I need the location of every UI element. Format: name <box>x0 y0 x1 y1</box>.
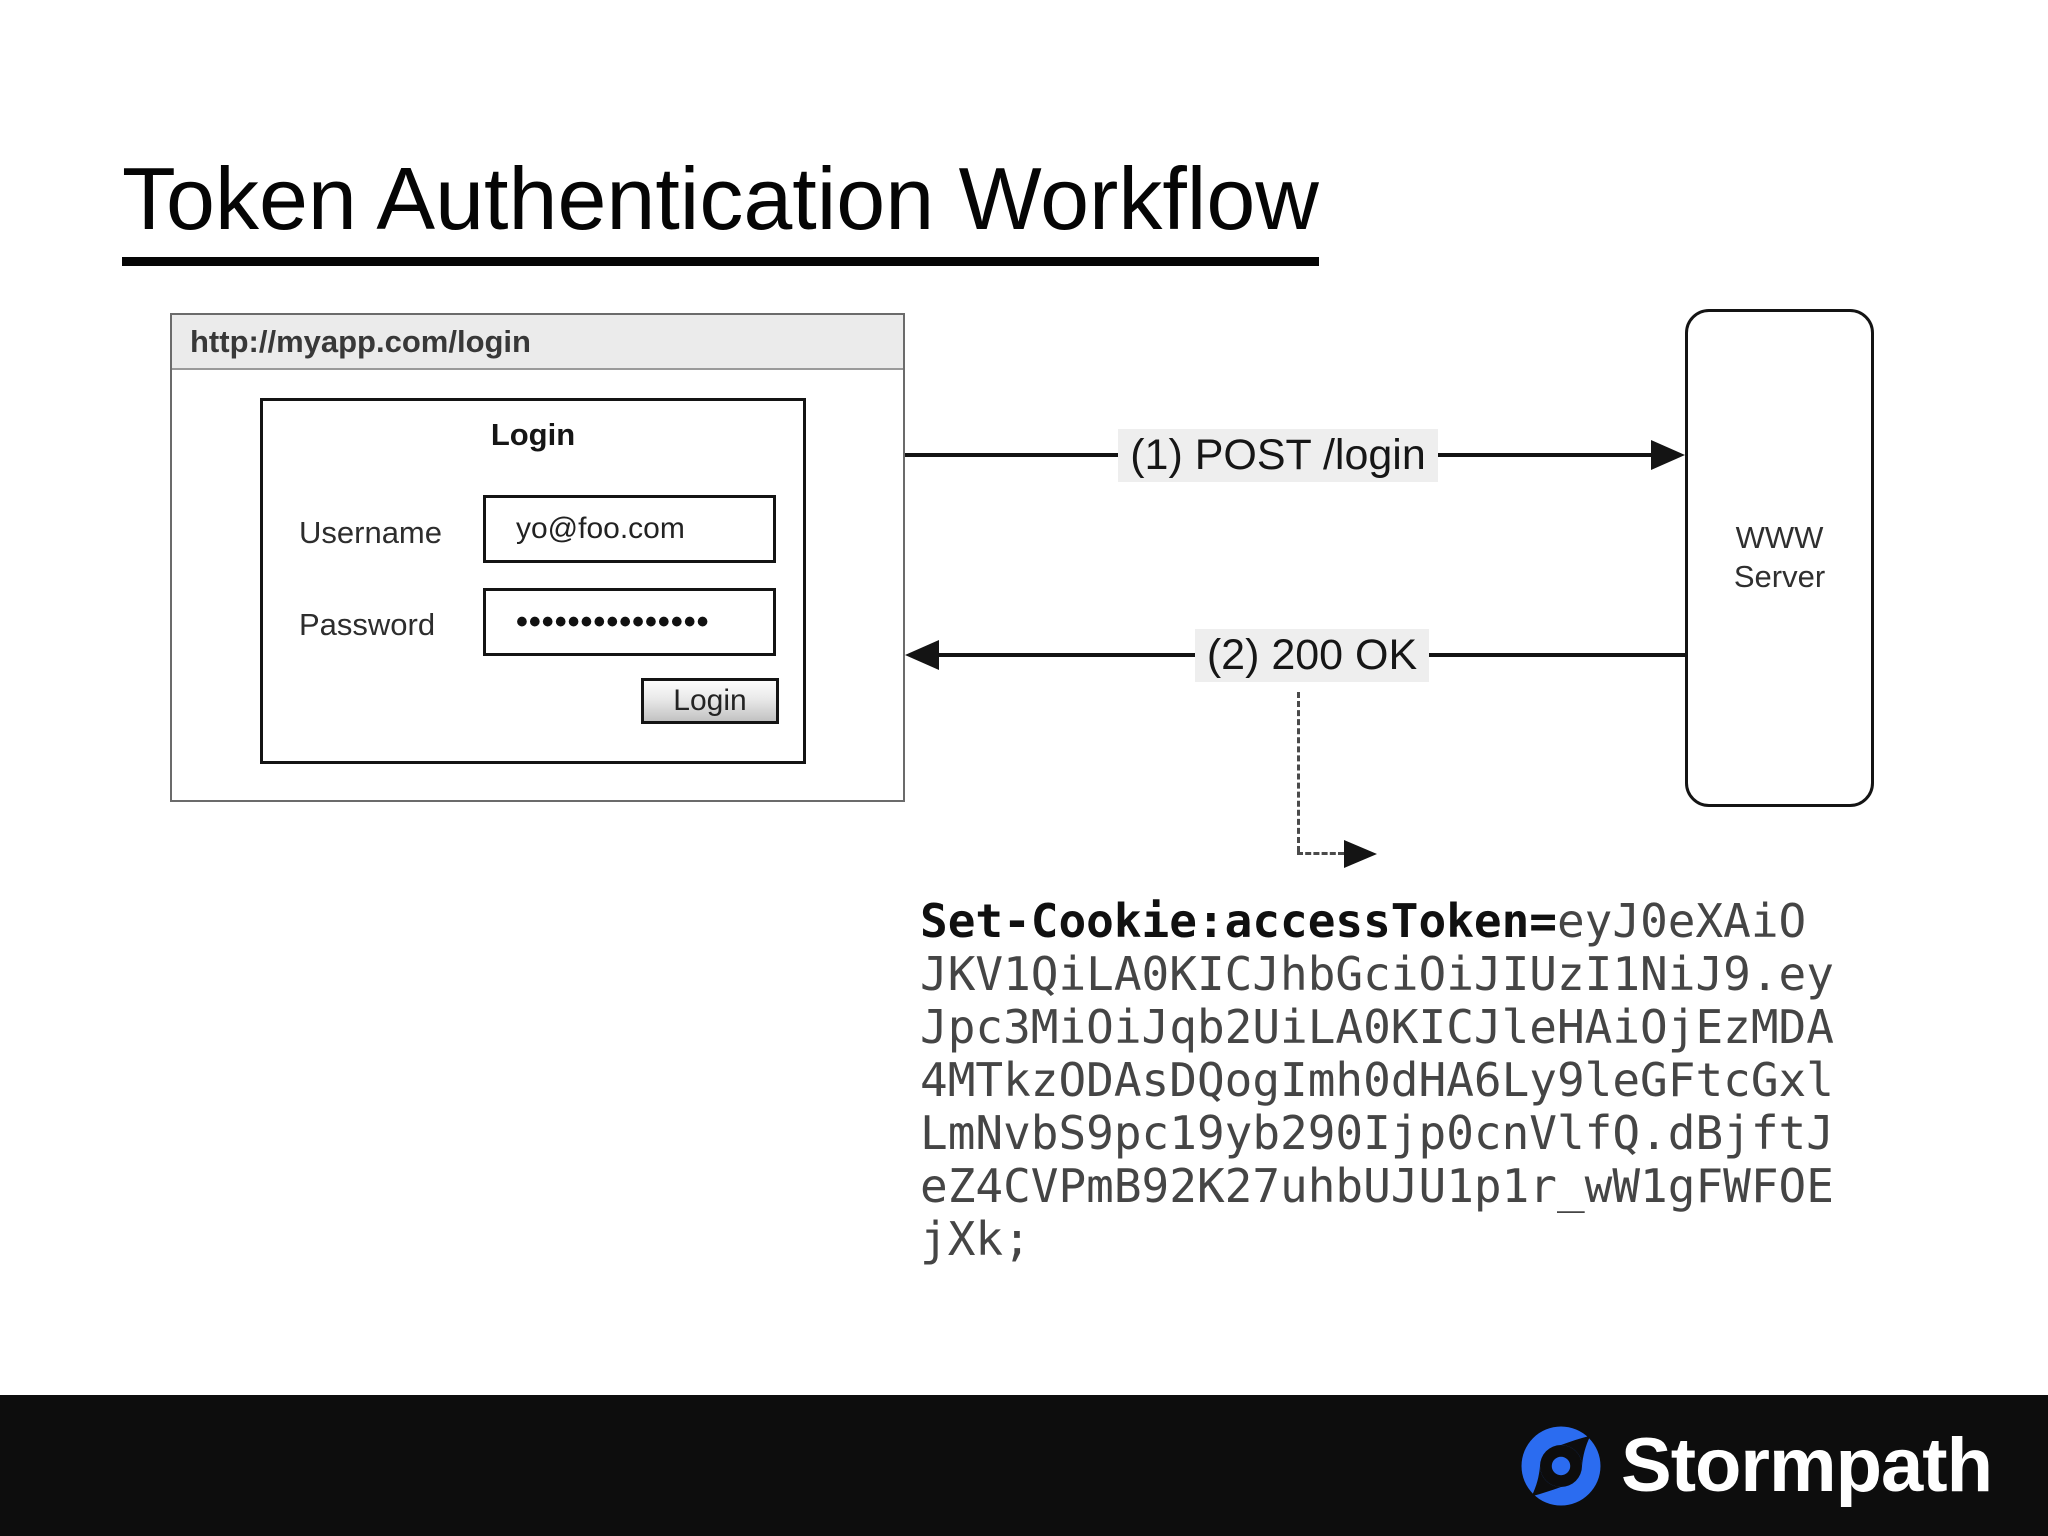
request-arrow-line-right <box>1437 453 1652 457</box>
stormpath-wordmark: Stormpath <box>1621 1423 1993 1508</box>
cookie-line-3: Jpc3MiOiJqb2UiLA0KICJleHAiOjEzMDA <box>920 1000 1834 1054</box>
cookie-line-5: LmNvbS9pc19yb290Ijp0cnVlfQ.dBjftJ <box>920 1106 1834 1160</box>
login-form-heading: Login <box>490 417 576 452</box>
browser-title-bar: http://myapp.com/login <box>172 315 903 370</box>
stormpath-logo-icon <box>1521 1426 1601 1505</box>
password-label: Password <box>299 607 436 642</box>
login-button[interactable]: Login <box>641 678 779 724</box>
dashed-connector-vertical <box>1297 692 1300 852</box>
cookie-header-bold: Set-Cookie:accessToken= <box>920 894 1557 948</box>
browser-window: http://myapp.com/login Login Username yo… <box>170 313 905 802</box>
footer-bar: Stormpath <box>0 1395 2048 1536</box>
arrowhead-right-icon <box>1651 440 1686 470</box>
cookie-line-2: JKV1QiLA0KICJhbGciOiJIUzI1NiJ9.ey <box>920 947 1834 1001</box>
server-label: WWW Server <box>1733 520 1826 594</box>
page-title: Token Authentication Workflow <box>122 154 1319 266</box>
cookie-line-1: Set-Cookie:accessToken=eyJ0eXAiO <box>920 895 1834 948</box>
dashed-arrowhead-icon <box>1344 840 1377 868</box>
response-arrow: (2) 200 OK <box>905 625 1686 685</box>
browser-url-text: http://myapp.com/login <box>190 323 531 359</box>
request-arrow-line-left <box>905 453 1119 457</box>
username-field[interactable]: yo@foo.com <box>483 495 776 563</box>
arrowhead-left-icon <box>905 640 939 670</box>
response-arrow-line-left <box>939 653 1195 657</box>
login-form-panel: Login Username yo@foo.com Password •••••… <box>260 398 806 764</box>
request-arrow: (1) POST /login <box>905 425 1686 485</box>
response-arrow-line-right <box>1429 653 1686 657</box>
set-cookie-text: Set-Cookie:accessToken=eyJ0eXAiO JKV1QiL… <box>920 895 1834 1266</box>
request-arrow-label: (1) POST /login <box>1118 428 1438 482</box>
password-field[interactable]: ••••••••••••••• <box>483 588 776 656</box>
cookie-line-6: eZ4CVPmB92K27uhbUJU1p1r_wW1gFWFOE <box>920 1159 1834 1213</box>
stormpath-brand: Stormpath <box>1519 1422 1993 1509</box>
cookie-token-start: eyJ0eXAiO <box>1556 894 1807 948</box>
dashed-connector-horizontal <box>1297 852 1344 855</box>
www-server-node: WWW Server <box>1685 309 1874 807</box>
username-label: Username <box>299 515 442 550</box>
cookie-line-4: 4MTkzODAsDQogImh0dHA6Ly9leGFtcGxl <box>920 1053 1834 1107</box>
cookie-line-7: jXk; <box>920 1212 1031 1266</box>
response-arrow-label: (2) 200 OK <box>1194 628 1430 682</box>
